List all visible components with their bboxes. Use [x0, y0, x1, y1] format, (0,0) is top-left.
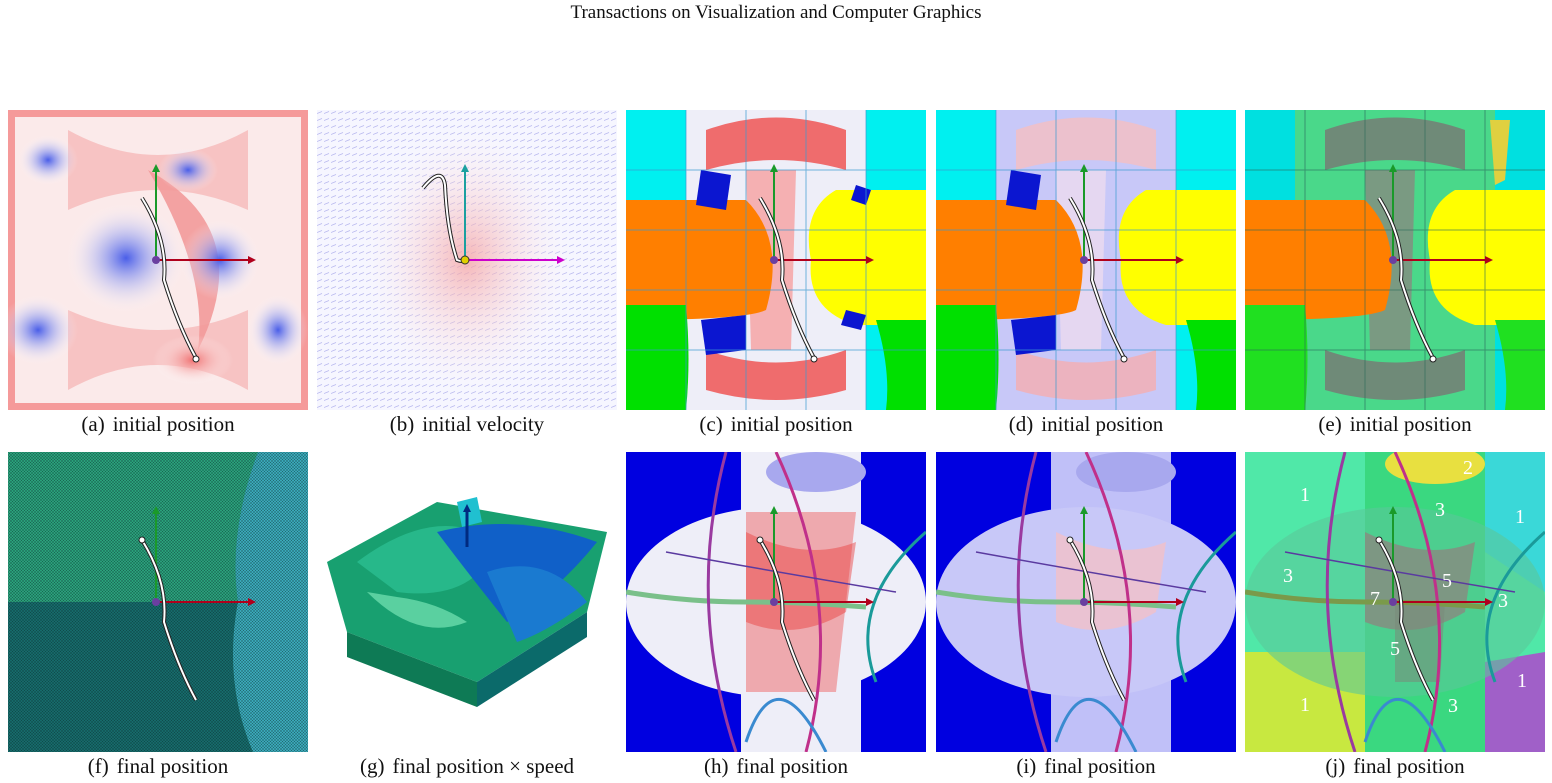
- caption-a: (a) initial position: [3, 412, 313, 437]
- caption-g: (g) final position × speed: [312, 754, 622, 779]
- caption-b: (b) initial velocity: [312, 412, 622, 437]
- caption-i: (i) final position: [931, 754, 1241, 779]
- region-label: 3: [1283, 565, 1293, 587]
- caption-d: (d) initial position: [931, 412, 1241, 437]
- caption-f: (f) final position: [3, 754, 313, 779]
- panel-g-image: [317, 452, 617, 752]
- caption-f-text: final position: [116, 754, 229, 778]
- region-label: 5: [1390, 638, 1400, 660]
- caption-e: (e) initial position: [1240, 412, 1550, 437]
- region-label: 1: [1517, 670, 1527, 692]
- caption-b-tag: (b): [389, 412, 415, 436]
- region-label: 1: [1515, 506, 1525, 528]
- caption-j-text: final position: [1353, 754, 1465, 778]
- panel-j-image: 2 1 3 1 3 5 7 3 5 1 1 3: [1245, 452, 1545, 752]
- caption-c-text: initial position: [730, 412, 853, 436]
- region-label: 1: [1300, 694, 1310, 716]
- caption-h-tag: (h): [704, 754, 729, 778]
- panel-i-image: [936, 452, 1236, 752]
- caption-g-text: final position × speed: [392, 754, 575, 778]
- region-label: 3: [1435, 499, 1445, 521]
- caption-c: (c) initial position: [621, 412, 931, 437]
- caption-e-tag: (e): [1318, 412, 1342, 436]
- caption-e-text: initial position: [1349, 412, 1472, 436]
- caption-a-text: initial position: [112, 412, 235, 436]
- panel-a-image: [8, 110, 308, 410]
- region-label: 2: [1463, 457, 1473, 479]
- caption-j: (j) final position: [1240, 754, 1550, 779]
- caption-f-tag: (f): [87, 754, 109, 778]
- panel-f-image: [8, 452, 308, 752]
- panel-d-image: [936, 110, 1236, 410]
- caption-g-tag: (g): [359, 754, 385, 778]
- caption-j-tag: (j): [1325, 754, 1346, 778]
- caption-d-text: initial position: [1041, 412, 1164, 436]
- caption-h-text: final position: [736, 754, 848, 778]
- caption-c-tag: (c): [699, 412, 723, 436]
- panel-h-image: [626, 452, 926, 752]
- caption-d-tag: (d): [1008, 412, 1034, 436]
- journal-header: Transactions on Visualization and Comput…: [570, 2, 982, 23]
- region-label: 1: [1300, 484, 1310, 506]
- caption-b-text: initial velocity: [422, 412, 545, 436]
- region-label: 3: [1448, 695, 1458, 717]
- region-label: 3: [1498, 590, 1508, 612]
- caption-a-tag: (a): [81, 412, 105, 436]
- caption-i-tag: (i): [1016, 754, 1037, 778]
- caption-i-text: final position: [1044, 754, 1156, 778]
- panel-c-image: [626, 110, 926, 410]
- region-label: 7: [1370, 588, 1380, 610]
- caption-h: (h) final position: [621, 754, 931, 779]
- panel-b-image: [317, 110, 617, 410]
- panel-e-image: [1245, 110, 1545, 410]
- region-label: 5: [1442, 570, 1452, 592]
